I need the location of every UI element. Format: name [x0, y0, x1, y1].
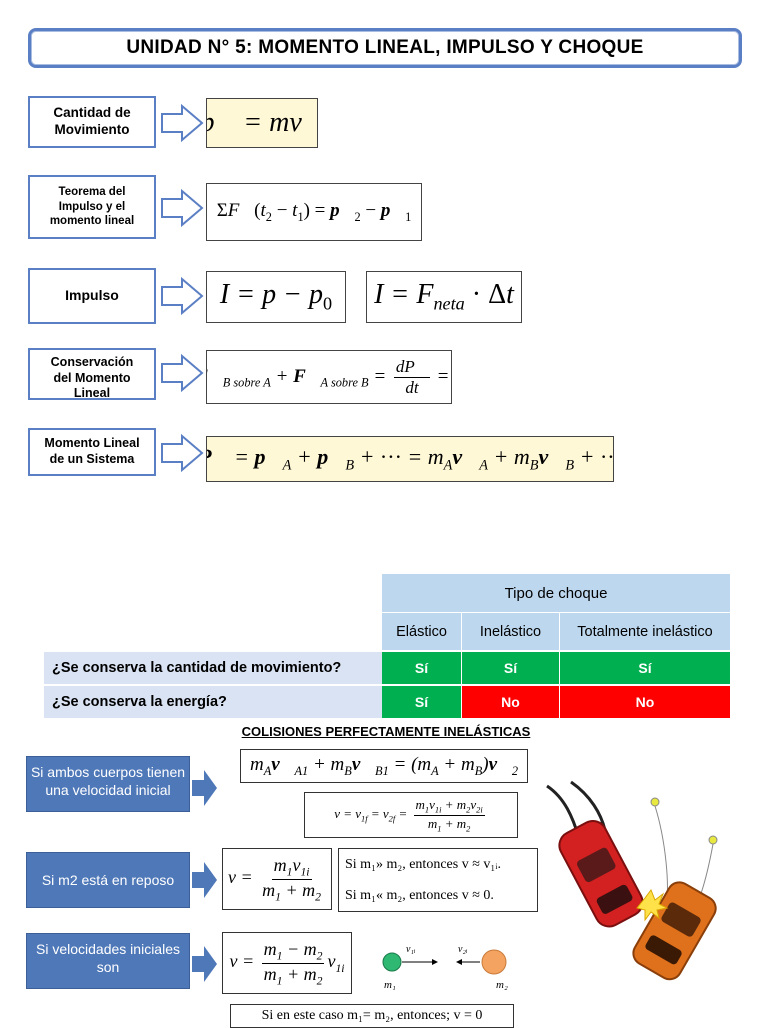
- two-balls-diagram: v₁ᵢ v₂ᵢ m₁ m₂: [382, 944, 508, 991]
- hollow-right-arrow-icon: [161, 277, 204, 315]
- label-line: de un Sistema: [49, 452, 135, 466]
- label-line: Conservación: [50, 355, 134, 369]
- case-box-m2-rest: Si m2 está en reposo: [26, 852, 190, 908]
- page-title-text: UNIDAD N° 5: MOMENTO LINEAL, IMPULSO Y C…: [126, 37, 644, 58]
- cell-text: No: [501, 694, 520, 710]
- table-group-header-text: Tipo de choque: [504, 584, 608, 602]
- label-line: Movimiento: [54, 122, 130, 137]
- colisiones-heading: COLISIONES PERFECTAMENTE INELÁSTICAS: [236, 724, 536, 739]
- label-v2: v₂ᵢ: [458, 944, 468, 955]
- case-text: Si ambos cuerpos tienen una velocidad in…: [30, 764, 186, 799]
- table-col-header: Elástico: [382, 612, 462, 650]
- formula-momentum: p⃗ = mv⃗: [206, 98, 318, 148]
- cell-text: Sí: [503, 660, 518, 676]
- label-line: Impulso: [65, 287, 119, 304]
- hollow-right-arrow-icon: [161, 189, 204, 227]
- solid-right-arrow-icon: [192, 862, 217, 898]
- formula-perfect-inelastic: mAv⃗A1 + mBv⃗B1 = (mA + mB)v⃗2: [240, 749, 528, 783]
- case-text: Si velocidades iniciales son: [36, 941, 180, 976]
- bottom-note-text: Si en este caso m₁= m₂, entonces; v = 0: [261, 1008, 483, 1023]
- ball-m1: [382, 952, 402, 972]
- table-row-question: ¿Se conserva la cantidad de movimiento?: [44, 652, 382, 684]
- page-title: UNIDAD N° 5: MOMENTO LINEAL, IMPULSO Y C…: [28, 28, 742, 68]
- solid-right-arrow-icon: [192, 946, 217, 982]
- collision-type-table: Tipo de choque Elástico Inelástico Total…: [44, 574, 732, 718]
- case-text: Si m2 está en reposo: [41, 871, 175, 888]
- col-header-text: Elástico: [396, 623, 447, 640]
- table-cell-yes: Sí: [560, 652, 730, 684]
- bottom-note: Si en este caso m₁= m₂, entonces; v = 0: [230, 1004, 514, 1028]
- label-line: Teorema del: [58, 186, 126, 199]
- table-cell-yes: Sí: [382, 652, 462, 684]
- table-cell-no: No: [462, 686, 560, 718]
- cell-text: Sí: [638, 660, 652, 676]
- hollow-right-arrow-icon: [161, 104, 204, 142]
- formula-system-momentum: P⃗ = p⃗A + p⃗B + ··· = mAv⃗A + mBv⃗B + ·…: [206, 436, 614, 482]
- solid-right-arrow-icon: [192, 770, 217, 806]
- table-row-question: ¿Se conserva la energía?: [44, 686, 382, 718]
- cell-text: Sí: [414, 660, 429, 676]
- col-header-text: Inelástico: [479, 623, 542, 640]
- table-group-header: Tipo de choque: [382, 574, 730, 612]
- formula-conservation: F⃗B sobre A + F⃗A sobre B = dP⃗dt = 0: [206, 350, 452, 404]
- cell-text: No: [635, 694, 655, 710]
- table-cell-yes: Sí: [382, 686, 462, 718]
- table-cell-no: No: [560, 686, 730, 718]
- table-cell-yes: Sí: [462, 652, 560, 684]
- case-box-initial-velocities: Si velocidades iniciales son: [26, 933, 190, 989]
- ball-m2: [481, 949, 507, 975]
- label-line: Impulso y el: [58, 200, 126, 213]
- row-question-text: ¿Se conserva la cantidad de movimiento?: [52, 660, 342, 676]
- case2-notes-box: Si m₁» m₂, entonces v ≈ v₁ᵢ. Si m₁« m₂, …: [338, 848, 538, 912]
- impact-burst: [636, 888, 669, 922]
- formula-impulse-theorem: ΣF⃗(t2 − t1) = p⃗2 − p⃗1: [206, 183, 422, 241]
- col-header-text: Totalmente inelástico: [577, 623, 713, 640]
- label-line: del Momento: [53, 370, 131, 385]
- hollow-right-arrow-icon: [161, 354, 204, 392]
- label-line: Momento Lineal: [44, 436, 140, 451]
- car-crash-illustration: [546, 780, 718, 981]
- label-m1: m₁: [384, 979, 396, 991]
- cell-text: Sí: [414, 694, 429, 710]
- table-col-header: Totalmente inelástico: [560, 612, 730, 650]
- label-v1: v₁ᵢ: [406, 944, 416, 955]
- case2-note: Si m₁» m₂, entonces v ≈ v₁ᵢ.: [345, 856, 502, 872]
- row-question-text: ¿Se conserva la energía?: [52, 694, 227, 710]
- formula-impulse-momentum: I = p − p0: [206, 271, 346, 323]
- table-col-header: Inelástico: [462, 612, 560, 650]
- concept-label-impulso: Impulso: [28, 268, 156, 324]
- formula-impulse-force: I = Fneta · Δt: [366, 271, 522, 323]
- case-box-both-moving: Si ambos cuerpos tienen una velocidad in…: [26, 756, 190, 812]
- label-m2: m₂: [496, 979, 508, 991]
- label-line: momento lineal: [49, 215, 135, 228]
- label-line: Cantidad de: [53, 105, 131, 121]
- case2-note: Si m₁« m₂, entonces v ≈ 0.: [345, 887, 494, 903]
- label-line: Lineal: [73, 386, 111, 400]
- hollow-right-arrow-icon: [161, 434, 204, 472]
- colisiones-heading-text: COLISIONES PERFECTAMENTE INELÁSTICAS: [241, 724, 531, 739]
